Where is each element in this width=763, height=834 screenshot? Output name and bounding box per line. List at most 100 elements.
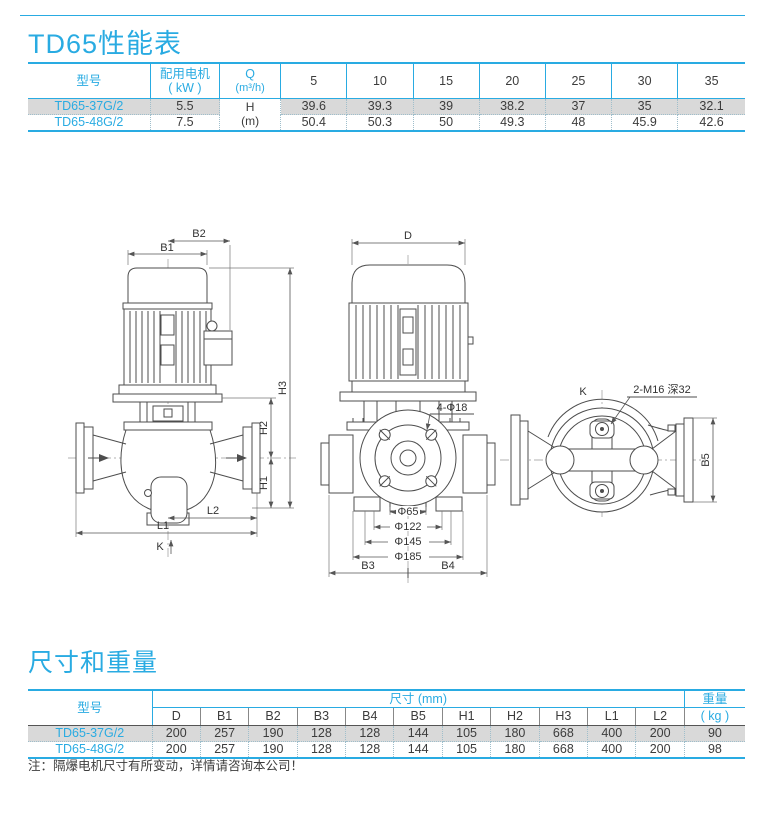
value-cell: 144 [393, 725, 443, 742]
head-symbol: H [245, 99, 255, 114]
q-header-line1: Q [245, 67, 255, 82]
dim-label-h3: H3 [277, 381, 289, 395]
dim-label-b2: B2 [192, 228, 205, 240]
performance-table: 型号 配用电机 ( kW ) Q (m³/h) 5 10 15 20 25 30… [28, 62, 745, 132]
col-header-H2: H2 [490, 707, 540, 726]
dim-label-phi145: Φ145 [394, 536, 421, 548]
value-cell: 400 [587, 741, 637, 758]
value-cell: 200 [635, 741, 685, 758]
dim-label-phi122: Φ122 [394, 521, 421, 533]
model-cell: TD65-37G/2 [28, 725, 153, 742]
table-row: TD65-37G/2 5.5 H (m) 39.6 39.3 39 38.2 3… [28, 98, 745, 132]
col-header-motor: 配用电机 ( kW ) [150, 63, 221, 99]
col-header-model: 型号 [28, 63, 151, 99]
front-view-drawing: B2 B1 H3 H2 H1 L2 L1 K [68, 228, 296, 557]
value-cell: 105 [442, 725, 492, 742]
col-header-flow-15: 15 [413, 63, 480, 99]
value-cell: 50.4 [280, 114, 348, 131]
side-view-drawing: D [320, 230, 496, 583]
table-row: TD65-48G/2 200 257 190 128 128 144 105 1… [28, 741, 745, 758]
table-row: TD65-37G/2 200 257 190 128 128 144 105 1… [28, 725, 745, 742]
value-cell: 42.6 [699, 115, 724, 130]
col-header-B3: B3 [297, 707, 347, 726]
dim-label-k-front: K [156, 541, 164, 553]
performance-section-title: TD65性能表 [28, 29, 183, 59]
col-header-H3: H3 [539, 707, 589, 726]
model-cell: TD65-37G/2 [28, 98, 151, 115]
dim-label-l2: L2 [207, 505, 219, 517]
dims-group-header: 尺寸 (mm) [152, 690, 685, 708]
top-view-drawing: K 2-M16 深32 B5 [500, 383, 717, 517]
value-cell: 45.9 [611, 114, 679, 131]
dim-label-d: D [404, 230, 412, 242]
col-header-flow-25: 25 [545, 63, 613, 99]
value-cell: 668 [539, 741, 589, 758]
value-cell: 200 [635, 725, 685, 742]
col-header-B5: B5 [393, 707, 443, 726]
head-unit: (m) [241, 113, 260, 128]
col-header-H1: H1 [442, 707, 492, 726]
value-cell: 400 [587, 725, 637, 742]
value-cell: 180 [490, 741, 540, 758]
model-cell: TD65-48G/2 [28, 741, 153, 758]
value-cell: 128 [345, 741, 395, 758]
value-cell: 257 [200, 725, 250, 742]
pump-technical-drawings: B2 B1 H3 H2 H1 L2 L1 K [68, 228, 717, 583]
dimensions-section-title: 尺寸和重量 [28, 649, 159, 677]
dim-label-h1: H1 [258, 476, 270, 490]
value-cell: 39.3 [346, 98, 414, 115]
value-cell: 180 [490, 725, 540, 742]
value-cell: 39 [413, 98, 480, 115]
value-cell: 50 [413, 114, 480, 131]
value-cell: 37 [545, 98, 613, 115]
value-cell: 49.3 [479, 114, 546, 131]
value-cell: 105 [442, 741, 492, 758]
dimensions-table: 型号 尺寸 (mm) 重量 D B1 B2 B3 B4 B5 H1 H2 H3 … [28, 689, 745, 759]
head-unit-cell: H (m) [219, 98, 282, 132]
value-cell: 128 [297, 725, 347, 742]
value-cell: 35 [611, 98, 679, 115]
dim-label-phi65: Φ65 [397, 506, 418, 518]
motor-kw-cell: 5.5 [150, 98, 221, 115]
col-header-L2: L2 [635, 707, 685, 726]
value-cell: 48 [545, 114, 613, 131]
value-cell: 668 [539, 725, 589, 742]
col-header-flow-20: 20 [479, 63, 546, 99]
motor-header-line2: ( kW ) [168, 81, 202, 95]
performance-header-row: 型号 配用电机 ( kW ) Q (m³/h) 5 10 15 20 25 30… [28, 63, 745, 99]
col-header-B2: B2 [248, 707, 298, 726]
value-cell: 257 [200, 741, 250, 758]
dim-label-h2: H2 [258, 421, 270, 435]
col-header-flow-30: 30 [611, 63, 679, 99]
bolt-callout-label: 4-Φ18 [437, 402, 468, 414]
q-header-line2: (m³/h) [235, 81, 265, 94]
dim-label-b4: B4 [441, 560, 454, 572]
dim-label-b1: B1 [160, 242, 173, 254]
weight-unit-header: ( kg ) [683, 707, 745, 726]
value-cell: 144 [393, 741, 443, 758]
col-header-D: D [152, 707, 201, 726]
col-header-model: 型号 [28, 690, 153, 726]
dim-label-l1: L1 [157, 520, 169, 532]
value-cell: 50.3 [346, 114, 414, 131]
dimensions-header-row-1: 型号 尺寸 (mm) 重量 [28, 690, 745, 726]
footnote: 注：隔爆电机尺寸有所变动，详情请咨询本公司！ [28, 759, 304, 773]
value-cell: 32.1 [677, 98, 745, 115]
dimensions-header-row-2: D B1 B2 B3 B4 B5 H1 H2 H3 L1 L2 ( kg ) [28, 707, 745, 726]
value-cell: 128 [345, 725, 395, 742]
motor-header-line1: 配用电机 [159, 66, 210, 81]
dim-label-k-top: K [579, 386, 587, 398]
col-header-B4: B4 [345, 707, 395, 726]
value-cell: 200 [152, 741, 201, 758]
col-header-flow-35: 35 [677, 63, 745, 99]
value-cell: 200 [152, 725, 201, 742]
col-header-flow: Q (m³/h) [219, 63, 282, 99]
model-cell: TD65-48G/2 [28, 114, 151, 131]
value-cell: 38.2 [479, 98, 546, 115]
value-cell: 39.6 [280, 98, 348, 115]
weight-header: 重量 [683, 690, 745, 708]
top-rule [20, 15, 745, 16]
dim-label-b3: B3 [361, 560, 374, 572]
weight-cell: 98 [707, 742, 722, 757]
